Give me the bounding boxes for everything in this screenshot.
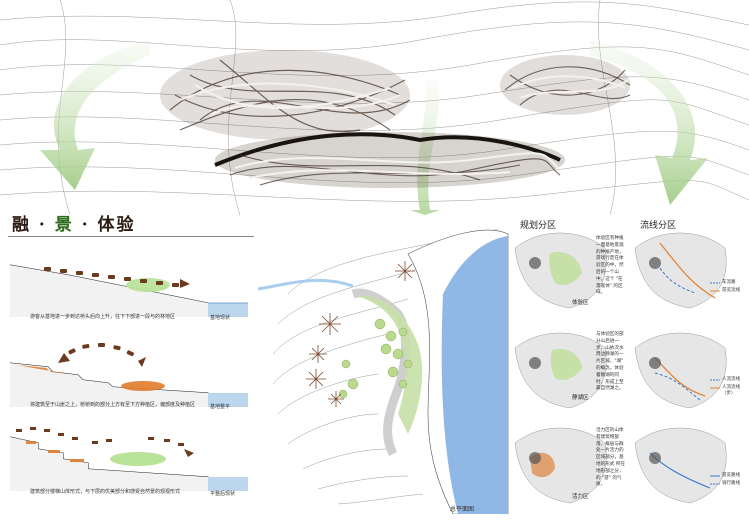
woven-structure-right (500, 55, 631, 115)
section-3-tag: 平整后现状 (210, 491, 236, 497)
zone-3-label: 活力区 (572, 494, 589, 500)
section-2-caption: 将建筑至于山崖之上，桥桥到的部分上方有至下方种植区，偏部度及种植区 (30, 402, 196, 408)
stream (258, 278, 354, 291)
section-diagram-3 (9, 427, 248, 491)
title-part3: 体验 (97, 215, 136, 235)
section-3-caption: 建筑部分楼梯山体形式，与下层的优美部分和感受自然景的观视形式 (30, 489, 181, 495)
title-part1: 融 (12, 215, 31, 235)
section-title: 融 · 景 · 体验 (12, 210, 136, 235)
zone-3-description: 活力区的山体有建筑物部落，每层与群处一片活力的区域部分，基地的形式 所在地形部之… (596, 428, 626, 488)
legend-2-item-2: 人流流线（步） (722, 385, 740, 396)
terrace-fill (121, 381, 165, 391)
zone-highlight-1 (549, 251, 582, 285)
section-1-caption: 游客从基地进一步到达桥头后向上升，往下下部进一段与的林地区 (30, 314, 176, 320)
legend-2-item-1: 人流流线 (722, 377, 740, 382)
legend-swatches (710, 282, 720, 485)
woven-structure-left (160, 50, 411, 140)
zone-2-label: 静湖区 (572, 395, 589, 401)
legend-1-item-1: 车流路 (722, 280, 736, 285)
hero-landscape-render (0, 0, 749, 215)
section-diagram-2 (9, 343, 248, 407)
legend-1-item-2: 游览流线 (722, 288, 740, 293)
tree-canopies (338, 318, 413, 399)
water-body (208, 303, 248, 317)
zoning-diagrams (514, 232, 727, 504)
zone-1-label: 体验区 (572, 300, 589, 306)
section-1-tag: 基地现状 (210, 315, 231, 321)
planting-zone (126, 278, 170, 292)
flow-arrow-right (590, 40, 708, 205)
title-part2: 景 (54, 215, 74, 235)
section-diagram-1 (9, 264, 248, 317)
section-2-tag: 基地整平 (210, 404, 231, 410)
flow-arrow-left (40, 40, 150, 190)
zone-2-description: 与体验区的部分山后进一步，山依次水周边静湖的一片区域，"湖" 的概念，体验着静湖… (596, 332, 624, 392)
title-dot2: · (81, 215, 90, 235)
woven-pavilions (306, 261, 415, 407)
title-divider (8, 236, 254, 237)
woven-structure-bottom (214, 132, 565, 188)
flow-arrow-center (410, 80, 440, 215)
legend-3-item-1: 游览路线 (722, 473, 740, 478)
section-diagrams (9, 264, 248, 491)
planning-zones-title: 规划分区 (520, 221, 557, 231)
flow-zones-title: 流线分区 (640, 221, 677, 231)
legend-3-item-2: 骑行路线 (722, 481, 740, 486)
site-plan-map (258, 228, 509, 514)
green-zone (110, 452, 166, 466)
water-area (441, 236, 508, 514)
zone-1-description: 体验区有种植一面基地景观的种植产地，游戏行走在体验区的中，然后的一个山中，这个 … (596, 236, 624, 296)
site-plan-label: 总平面图 (450, 506, 475, 513)
title-dot1: · (38, 215, 47, 235)
zone-highlight-2 (550, 348, 582, 380)
